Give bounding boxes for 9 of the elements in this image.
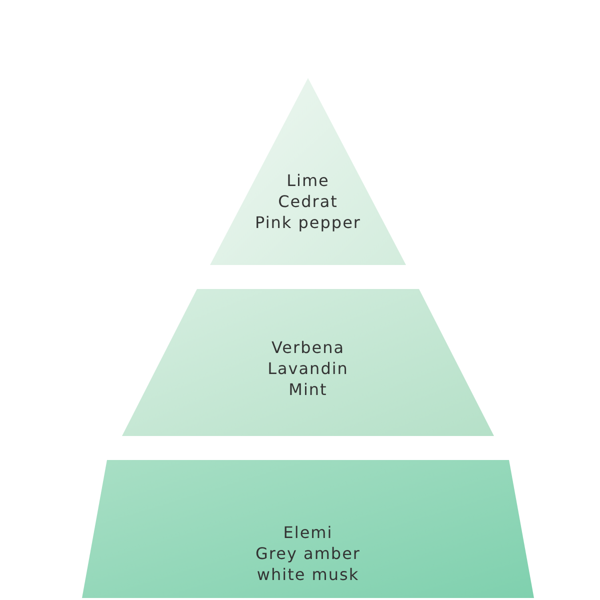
note-text: Grey amber (256, 543, 360, 564)
note-text: Elemi (283, 522, 333, 543)
note-text: Pink pepper (255, 212, 361, 233)
note-text: Mint (288, 379, 328, 400)
note-text: Verbena (271, 337, 345, 358)
note-text: Lavandin (268, 358, 348, 379)
note-text: Cedrat (278, 191, 338, 212)
note-text: Lime (286, 170, 330, 191)
note-text: white musk (256, 564, 360, 585)
